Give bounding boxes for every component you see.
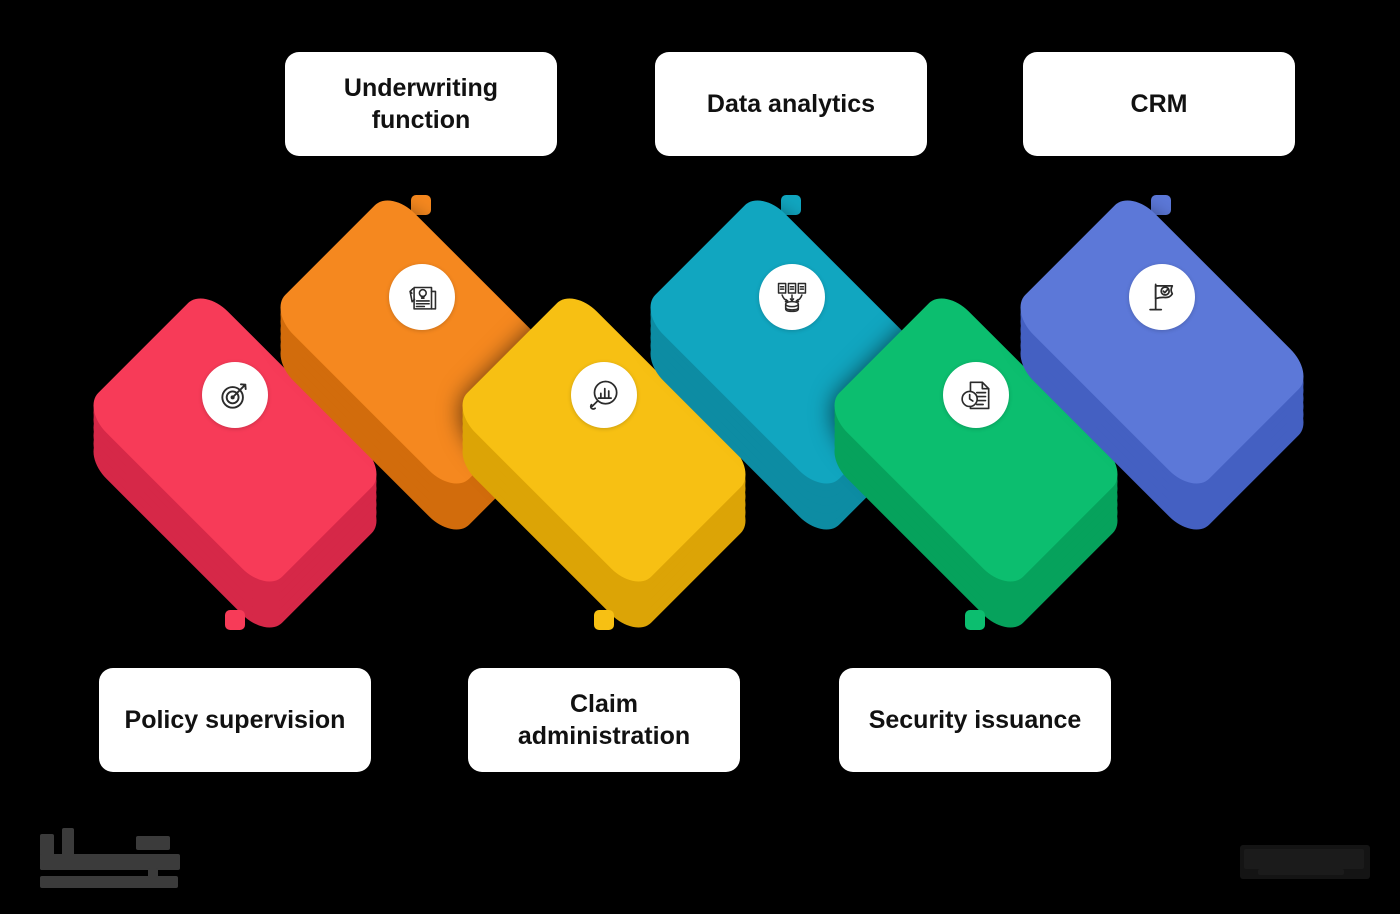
block-policy-supervision[interactable] (82, 287, 388, 639)
label-card-text: Policy supervision (124, 706, 346, 734)
footer-right-logo (1240, 845, 1370, 879)
document-pencil-idea-icon (403, 278, 441, 316)
connector-marker-data-analytics (781, 195, 801, 215)
label-card-crm[interactable]: CRM (1023, 52, 1295, 156)
document-clock-icon (957, 376, 995, 414)
icon-badge-target-arrow (202, 362, 268, 428)
block-security-issuance[interactable] (823, 287, 1129, 639)
connector-marker-underwriting (411, 195, 431, 215)
footer-left-logo (40, 828, 200, 890)
label-card-text: CRM (1130, 90, 1188, 118)
label-card-text: Security issuance (868, 706, 1082, 734)
icon-badge-document-clock (943, 362, 1009, 428)
target-arrow-icon (216, 376, 254, 414)
connector-marker-crm (1151, 195, 1171, 215)
icon-badge-document-pencil-idea (389, 264, 455, 330)
magnifier-bar-chart-icon (585, 376, 623, 414)
block-data-analytics[interactable] (639, 189, 945, 541)
label-card-data-analytics[interactable]: Data analytics (655, 52, 927, 156)
icon-badge-documents-to-database (759, 264, 825, 330)
icon-badge-flag-check (1129, 264, 1195, 330)
label-card-security-issuance[interactable]: Security issuance (839, 668, 1111, 772)
label-card-text: Claim administration (517, 690, 691, 750)
connector-marker-claim-administration (594, 610, 614, 630)
label-card-policy-supervision[interactable]: Policy supervision (99, 668, 371, 772)
block-underwriting-function[interactable] (269, 189, 575, 541)
flag-check-icon (1143, 278, 1181, 316)
icon-badge-magnifier-bar-chart (571, 362, 637, 428)
label-card-text: Data analytics (706, 90, 876, 118)
connector-marker-security-issuance (965, 610, 985, 630)
label-card-text: Underwriting function (343, 74, 499, 134)
label-card-underwriting-function[interactable]: Underwriting function (285, 52, 557, 156)
label-card-claim-administration[interactable]: Claim administration (468, 668, 740, 772)
block-claim-administration[interactable] (451, 287, 757, 639)
connector-marker-policy-supervision (225, 610, 245, 630)
documents-to-database-icon (773, 278, 811, 316)
block-crm[interactable] (1009, 189, 1315, 541)
